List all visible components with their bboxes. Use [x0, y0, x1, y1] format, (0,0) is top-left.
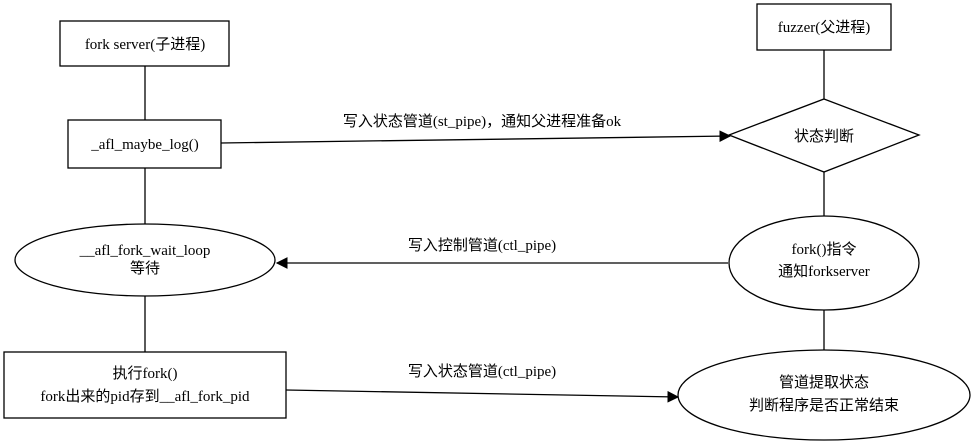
- edge-label-st-pipe: 写入状态管道(st_pipe)，通知父进程准备ok: [343, 113, 622, 130]
- arrow-state-pipe-ctl: [285, 389, 680, 403]
- fork-command-label-line1: fork()指令: [792, 241, 857, 258]
- exec-fork-label-line2: fork出来的pid存到__afl_fork_pid: [40, 388, 250, 405]
- state-judge-label: 状态判断: [794, 128, 854, 145]
- exec-fork-label-line1: 执行fork(): [113, 365, 178, 382]
- wait-loop-label-line2: 等待: [130, 259, 160, 277]
- node-afl-fork-wait-loop: __afl_fork_wait_loop 等待: [14, 223, 276, 297]
- fork-command-label-line2: 通知forkserver: [778, 263, 870, 280]
- node-exec-fork: 执行fork() fork出来的pid存到__afl_fork_pid: [3, 351, 287, 419]
- node-fork-server: fork server(子进程): [59, 20, 230, 67]
- edge-label-state-pipe-ctl: 写入状态管道(ctl_pipe): [408, 363, 556, 380]
- edge-label-ctl-pipe: 写入控制管道(ctl_pipe): [408, 237, 556, 254]
- fork-server-label: fork server(子进程): [85, 36, 205, 53]
- pipe-state-label-line1: 管道提取状态: [779, 374, 869, 391]
- node-pipe-state: 管道提取状态 判断程序是否正常结束: [677, 349, 971, 441]
- wait-loop-label-line1: __afl_fork_wait_loop: [79, 243, 211, 259]
- afl-maybe-log-label: _afl_maybe_log(): [90, 137, 198, 153]
- arrow-st-pipe: [220, 130, 732, 144]
- node-state-judge: 状态判断: [727, 98, 921, 173]
- node-fork-command: fork()指令 通知forkserver: [728, 215, 920, 311]
- pipe-state-label-line2: 判断程序是否正常结束: [749, 397, 899, 414]
- node-afl-maybe-log: _afl_maybe_log(): [67, 119, 222, 169]
- fuzzer-label: fuzzer(父进程): [778, 19, 870, 36]
- node-fuzzer: fuzzer(父进程): [756, 3, 892, 51]
